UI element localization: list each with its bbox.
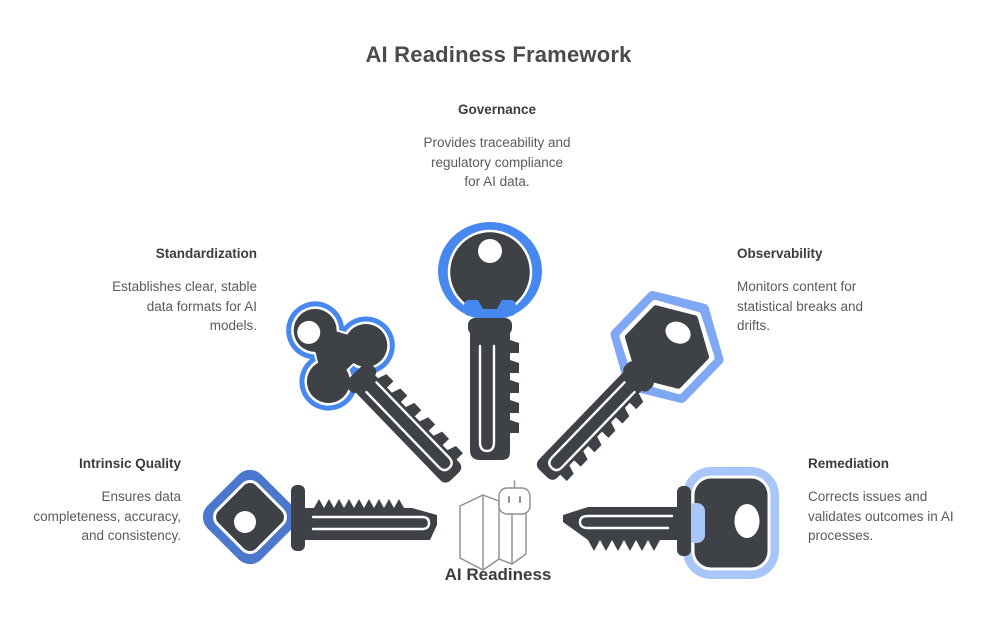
observability-section: Observability Monitors content for stati… <box>737 246 942 336</box>
key-hole <box>297 320 321 344</box>
key-collar <box>468 318 512 335</box>
key-collar <box>623 361 654 392</box>
robot-icon <box>498 487 531 515</box>
standardization-section: Standardization Establishes clear, stabl… <box>57 246 257 336</box>
remediation-section: Remediation Corrects issues and validate… <box>808 456 988 546</box>
observability-body: Monitors content for statistical breaks … <box>737 279 864 333</box>
observability-key-hexagon-head-icon <box>536 291 724 481</box>
key-collar <box>677 486 691 556</box>
governance-body: Provides traceability and regulatory com… <box>423 135 571 189</box>
intrinsic-quality-body: Ensures data completeness, accuracy, and… <box>33 489 181 543</box>
key-hole <box>734 504 760 538</box>
intrinsic-quality-heading: Intrinsic Quality <box>78 456 181 471</box>
key-hole <box>478 239 502 263</box>
key-hole <box>234 511 256 533</box>
key-collar <box>291 485 305 551</box>
remediation-body: Corrects issues and validates outcomes i… <box>808 489 954 543</box>
standardization-key-clover-head-icon <box>286 301 463 483</box>
standardization-heading: Standardization <box>155 246 257 261</box>
observability-heading: Observability <box>737 246 823 261</box>
remediation-key-rounded-square-head-icon <box>563 467 779 579</box>
key-shaft <box>353 372 463 483</box>
intrinsic-quality-section: Intrinsic Quality Ensures data completen… <box>21 456 181 546</box>
governance-section: Governance Provides traceability and reg… <box>382 102 612 192</box>
intrinsic-quality-key-diamond-head-icon <box>202 469 437 565</box>
key-shaft <box>303 499 437 540</box>
page-title: AI Readiness Framework <box>365 42 632 67</box>
governance-heading: Governance <box>457 102 537 117</box>
map-icon <box>459 494 527 571</box>
key-collar <box>345 362 377 393</box>
key-shaft <box>536 369 645 481</box>
remediation-heading: Remediation <box>808 456 890 471</box>
ai-readiness-icon <box>459 480 531 571</box>
standardization-body: Establishes clear, stable data formats f… <box>112 279 257 333</box>
key-hole <box>665 321 691 344</box>
robot-eyes-icon <box>508 496 521 503</box>
center-label: AI Readiness <box>444 565 552 584</box>
governance-key-round-head-icon <box>438 222 542 460</box>
